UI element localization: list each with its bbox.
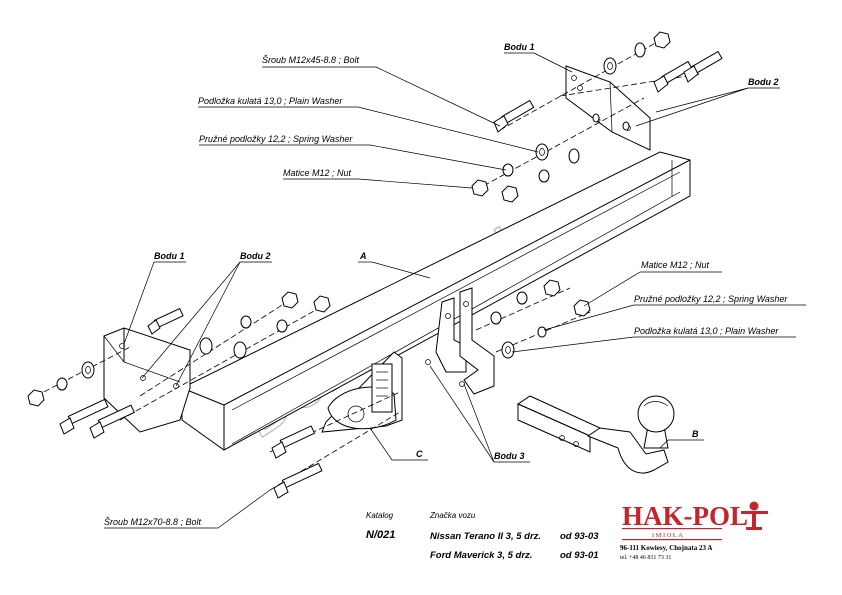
vehicle-date-1: od 93-03 xyxy=(560,531,599,542)
bolt-icon-left-3 xyxy=(89,404,135,439)
bolt-icon-top-2 xyxy=(653,60,693,93)
top-fasteners xyxy=(471,31,723,203)
nut-top-label: Matice M12 ; Nut xyxy=(283,168,352,178)
brand-name: HAK-POL xyxy=(622,501,748,531)
tow-ball-logo-icon xyxy=(741,501,768,530)
znacka-label: Značka vozu xyxy=(429,511,476,520)
bolt-icon-bottom-1 xyxy=(271,425,316,459)
vehicle-name-1: Nissan Terano II 3, 5 drz. xyxy=(430,531,541,542)
left-mounting-bracket xyxy=(103,327,191,433)
bodu1-top-label: Bodu 1 xyxy=(504,42,535,52)
part-c-label: C xyxy=(416,449,423,459)
bolt-icon-top-3 xyxy=(683,50,723,83)
vehicle-date-2: od 93-01 xyxy=(560,550,599,561)
left-fasteners xyxy=(27,291,331,439)
bolt-m12x70-label: Šroub M12x70-8.8 ; Bolt xyxy=(104,517,202,527)
bottom-bolts xyxy=(269,391,401,499)
hak-pol-logo: HAK-POL IMIOŁA 96-111 Kowiesy, Chojnata … xyxy=(620,501,768,561)
part-b-label: B xyxy=(692,429,699,439)
bodu1-left-label: Bodu 1 xyxy=(154,251,185,261)
ball-mount xyxy=(516,395,675,474)
nut-right-label: Matice M12 ; Nut xyxy=(641,260,710,270)
brand-tel: tel. +48 46 831 73 31 xyxy=(620,555,671,561)
bolt-m12x45-label: Šroub M12x45-8.8 ; Bolt xyxy=(262,55,360,65)
bodu2-top-label: Bodu 2 xyxy=(748,77,779,87)
leader-lines xyxy=(104,52,806,529)
katalog-value: N/021 xyxy=(366,529,395,541)
center-drop-brackets xyxy=(425,287,495,395)
bodu3-label: Bodu 3 xyxy=(494,451,525,461)
bolt-icon-bottom-2 xyxy=(273,462,323,499)
cross-beam xyxy=(181,151,691,451)
spring-washer-right-label: Pružné podložky 12,2 ; Spring Washer xyxy=(634,294,788,304)
part-a-label: A xyxy=(359,251,367,261)
vehicle-name-2: Ford Maverick 3, 5 drz. xyxy=(430,550,532,561)
catalog-info-block: Katalog N/021 Značka vozu Nissan Terano … xyxy=(366,511,599,561)
washer-top-label: Podložka kulatá 13,0 ; Plain Washer xyxy=(198,96,343,106)
right-fasteners xyxy=(475,279,591,359)
katalog-label: Katalog xyxy=(366,511,394,520)
bodu2-left-label: Bodu 2 xyxy=(240,251,271,261)
brand-sub: IMIOŁA xyxy=(652,532,684,539)
electrical-socket-plate xyxy=(321,351,403,433)
bolt-icon-left-1 xyxy=(147,307,184,335)
spring-washer-top-label: Pružné podložky 12,2 ; Spring Washer xyxy=(199,134,353,144)
bolt-icon-top-1 xyxy=(493,99,535,133)
bolt-icon-left-2 xyxy=(59,398,109,435)
right-mounting-bracket xyxy=(565,65,651,151)
brand-address: 96-111 Kowiesy, Chojnata 23 A xyxy=(620,544,712,552)
washer-right-label: Podložka kulatá 13,0 ; Plain Washer xyxy=(634,326,779,336)
